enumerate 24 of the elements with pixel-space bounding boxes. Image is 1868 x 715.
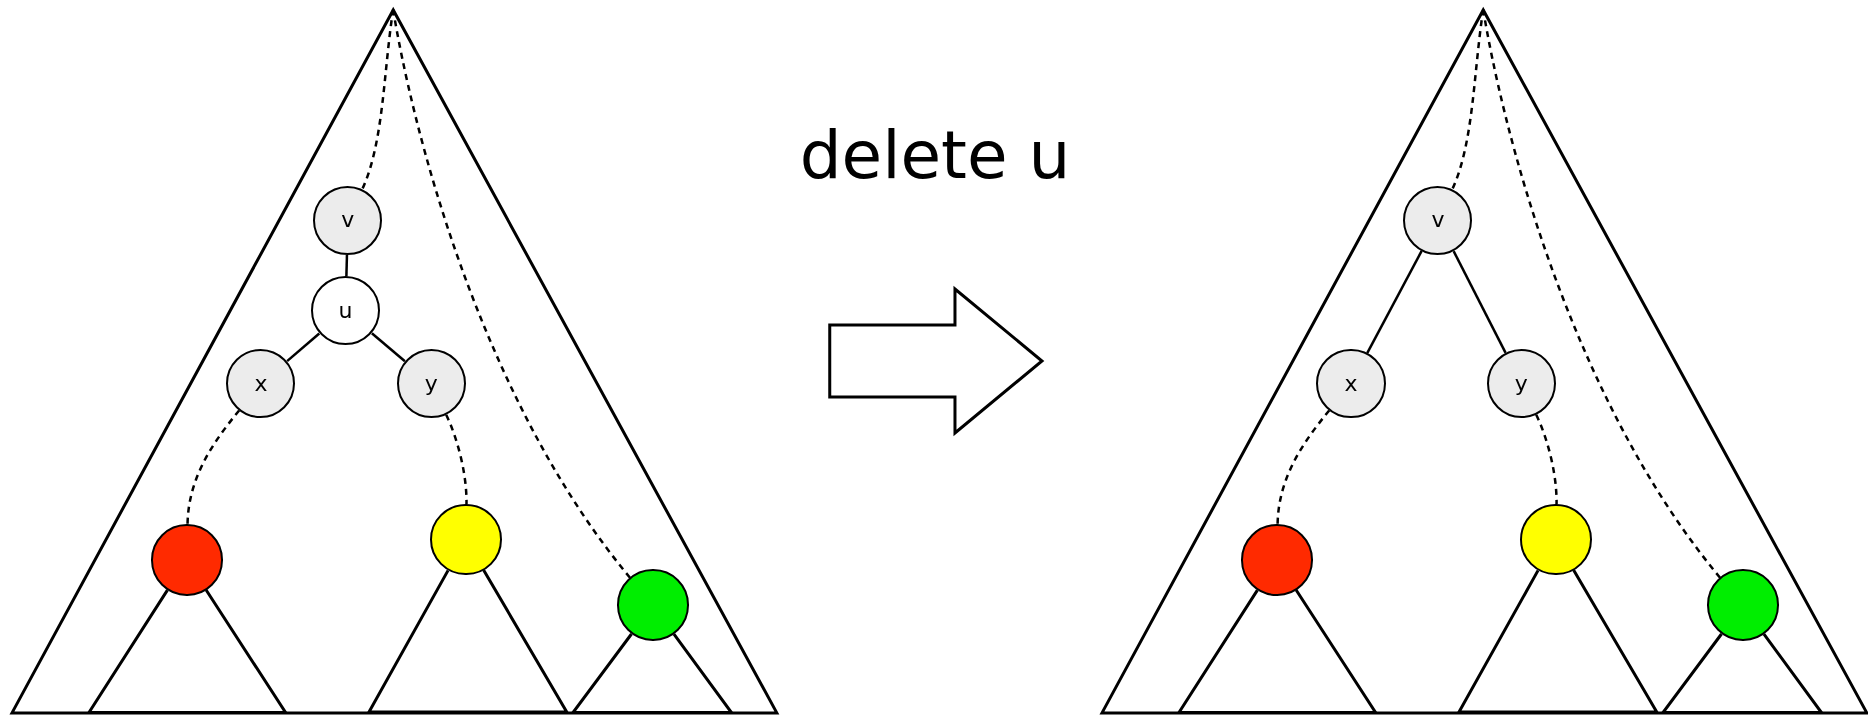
dashed-path: [391, 9, 631, 579]
tree-edge: [1366, 250, 1423, 354]
operation-label: delete u: [799, 116, 1071, 194]
block-arrow: [828, 285, 1045, 437]
tree-node: y: [396, 349, 466, 419]
tree-triangle: [11, 9, 777, 713]
tree-edge: [371, 332, 406, 363]
dashed-path: [1535, 414, 1558, 504]
tree-node: v: [313, 185, 383, 255]
tree-edge: [286, 332, 321, 363]
tree-node: u: [310, 276, 380, 346]
tree-edge: [345, 254, 349, 277]
dashed-path: [186, 409, 241, 525]
dashed-path: [445, 414, 468, 504]
dashed-path: [1276, 409, 1331, 525]
dashed-path: [1481, 9, 1722, 579]
tree-edge: [1452, 250, 1507, 354]
tree-node: v: [1403, 185, 1473, 255]
dashed-path: [361, 9, 395, 190]
tree-node: y: [1486, 349, 1556, 419]
tree-triangle: [1101, 9, 1867, 713]
tree-node: x: [1316, 349, 1386, 419]
tree-node: x: [226, 349, 296, 419]
dashed-path: [1451, 9, 1485, 190]
